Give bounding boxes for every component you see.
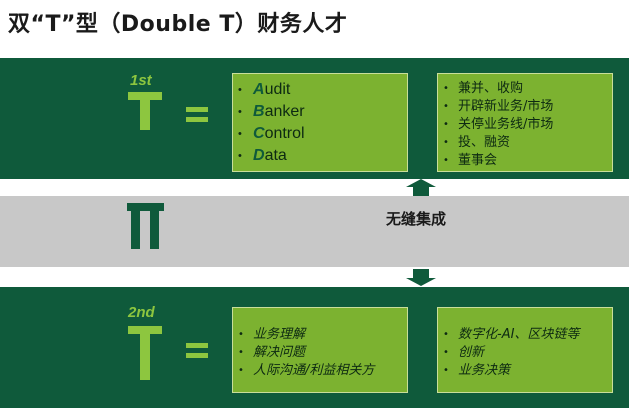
skill-rest: ontrol xyxy=(264,125,305,142)
list-item: 解决问题 xyxy=(233,344,407,362)
skill-initial: C xyxy=(253,125,265,142)
integration-band xyxy=(0,196,629,267)
up-arrow-icon xyxy=(406,179,436,196)
double-t-leg-right xyxy=(150,211,159,249)
first-skills-box: Audit Banker Control Data xyxy=(232,73,408,172)
list-item: 人际沟通/利益相关方 xyxy=(233,362,407,380)
second-ordinal: 2nd xyxy=(128,304,155,321)
second-t-band: 2nd 业务理解 解决问题 人际沟通/利益相关方 数字化-AI、区块链等 创新 … xyxy=(0,287,629,408)
double-t-icon xyxy=(127,203,164,211)
list-item: 董事会 xyxy=(438,152,612,170)
list-item: 投、融资 xyxy=(438,134,612,152)
first-skills-list: Audit Banker Control Data xyxy=(233,79,407,167)
list-item: 创新 xyxy=(438,344,612,362)
skill-initial: A xyxy=(253,81,265,98)
list-item: 开辟新业务/市场 xyxy=(438,98,612,116)
list-item: 兼并、收购 xyxy=(438,80,612,98)
list-item: Audit xyxy=(233,79,407,101)
page-title: 双“T”型（Double T）财务人才 xyxy=(8,12,348,37)
equals-bar-bottom-1 xyxy=(186,117,208,122)
t-top-bar-2 xyxy=(128,326,162,334)
skill-initial: D xyxy=(253,147,265,164)
list-item: 业务理解 xyxy=(233,326,407,344)
double-t-leg-left xyxy=(131,211,140,249)
down-arrow-icon xyxy=(406,269,436,286)
list-item: Data xyxy=(233,145,407,167)
first-t-band: 1st Audit Banker Control Data 兼并、收购 开辟新业… xyxy=(0,58,629,179)
first-ordinal: 1st xyxy=(130,72,152,89)
first-activities-box: 兼并、收购 开辟新业务/市场 关停业务线/市场 投、融资 董事会 xyxy=(437,73,613,172)
second-skills-list: 业务理解 解决问题 人际沟通/利益相关方 xyxy=(233,326,407,380)
integration-label: 无缝集成 xyxy=(386,210,447,228)
list-item: Banker xyxy=(233,101,407,123)
list-item: 数字化-AI、区块链等 xyxy=(438,326,612,344)
equals-bar-top-2 xyxy=(186,343,208,348)
t-stem-2 xyxy=(140,334,150,380)
list-item: 业务决策 xyxy=(438,362,612,380)
t-top-bar-1 xyxy=(128,92,162,100)
second-activities-box: 数字化-AI、区块链等 创新 业务决策 xyxy=(437,307,613,393)
t-stem-1 xyxy=(140,100,150,130)
second-activities-list: 数字化-AI、区块链等 创新 业务决策 xyxy=(438,326,612,380)
first-activities-list: 兼并、收购 开辟新业务/市场 关停业务线/市场 投、融资 董事会 xyxy=(438,80,612,170)
equals-bar-bottom-2 xyxy=(186,353,208,358)
skill-rest: udit xyxy=(264,81,291,98)
list-item: 关停业务线/市场 xyxy=(438,116,612,134)
skill-rest: ata xyxy=(264,147,287,164)
list-item: Control xyxy=(233,123,407,145)
second-skills-box: 业务理解 解决问题 人际沟通/利益相关方 xyxy=(232,307,408,393)
skill-initial: B xyxy=(253,103,265,120)
skill-rest: anker xyxy=(264,103,305,120)
equals-bar-top-1 xyxy=(186,107,208,112)
